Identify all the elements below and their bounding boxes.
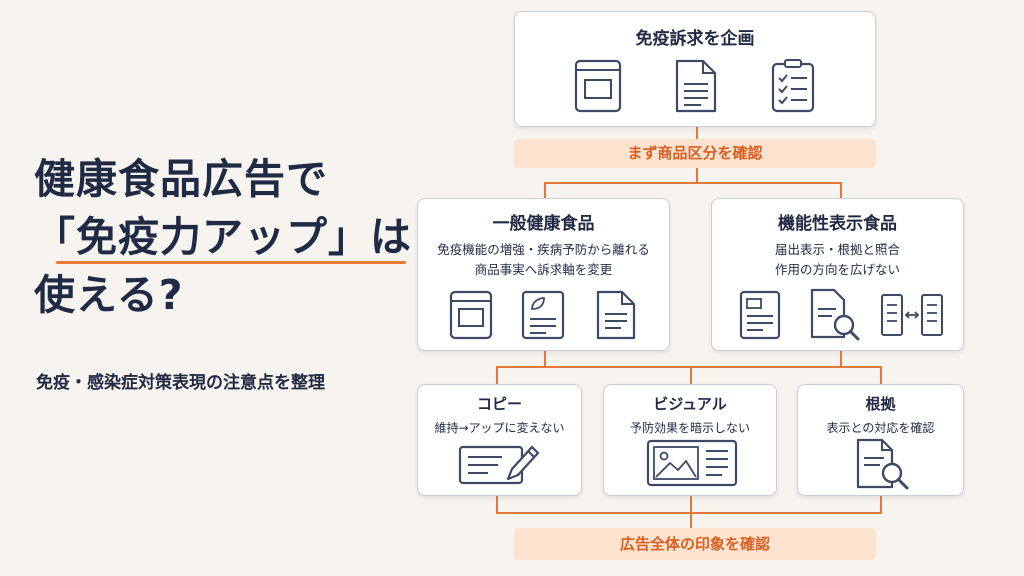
functional-food-desc-2: 作用の方向を広げない bbox=[774, 262, 900, 277]
general-food-title: 一般健康食品 bbox=[492, 214, 595, 234]
basis-desc: 表示との対応を確認 bbox=[826, 421, 935, 435]
compare-documents-icon bbox=[881, 294, 943, 336]
connector-mid-right-down bbox=[840, 351, 842, 366]
connector-split-horizontal bbox=[544, 182, 842, 184]
copy-box: コピー 維持→アップに変えない bbox=[417, 384, 582, 496]
plan-box: 免疫訴求を企画 bbox=[514, 11, 876, 127]
general-food-box: 一般健康食品 免疫機能の増強・疾病予防から離れる 商品事実へ訴求軸を変更 bbox=[417, 198, 670, 351]
title-line-3: 使える? bbox=[34, 271, 184, 319]
basis-title: 根拠 bbox=[865, 395, 896, 413]
leaf-document-icon bbox=[521, 290, 565, 340]
package-icon bbox=[449, 290, 493, 340]
copy-title: コピー bbox=[476, 395, 522, 413]
basis-box: 根拠 表示との対応を確認 bbox=[797, 384, 964, 496]
general-food-desc-2: 商品事実へ訴求軸を変更 bbox=[474, 262, 613, 277]
connector-bottom-horizontal bbox=[496, 512, 882, 514]
general-food-desc-1: 免疫機能の増強・疾病予防から離れる bbox=[437, 242, 650, 257]
document-icon bbox=[675, 59, 717, 113]
checklist-icon bbox=[771, 59, 815, 113]
connector-copy-rise bbox=[496, 496, 498, 512]
page-title: 健康食品広告で 「免疫力アップ」は 使える? bbox=[34, 150, 411, 324]
connector-mid-horizontal bbox=[496, 366, 882, 368]
connector-top-vertical bbox=[696, 127, 698, 139]
package-icon bbox=[574, 59, 622, 113]
connector-basis-rise bbox=[880, 496, 882, 512]
functional-food-box: 機能性表示食品 届出表示・根拠と照合 作用の方向を広げない bbox=[711, 198, 964, 351]
visual-box: ビジュアル 予防効果を暗示しない bbox=[603, 384, 777, 496]
title-highlight: 「免疫力アップ」は bbox=[34, 208, 412, 266]
page-subtitle: 免疫・感染症対策表現の注意点を整理 bbox=[36, 373, 325, 393]
category-check-band: まず商品区分を確認 bbox=[514, 139, 876, 168]
connector-mid-left-down bbox=[544, 351, 546, 366]
functional-food-desc-1: 届出表示・根拠と照合 bbox=[774, 242, 900, 257]
document-search-icon bbox=[856, 438, 909, 490]
connector-left-drop bbox=[544, 182, 546, 198]
pen-edit-icon bbox=[458, 445, 540, 485]
connector-right-drop bbox=[840, 182, 842, 198]
visual-desc: 予防効果を暗示しない bbox=[629, 421, 750, 435]
form-document-icon bbox=[739, 290, 781, 340]
visual-title: ビジュアル bbox=[653, 395, 727, 413]
title-line-2: 「免疫力アップ」は bbox=[34, 208, 411, 266]
connector-basis-drop bbox=[880, 366, 882, 384]
document-icon bbox=[596, 290, 636, 340]
functional-food-title: 機能性表示食品 bbox=[778, 214, 897, 234]
image-layout-icon bbox=[646, 439, 738, 487]
document-search-icon bbox=[810, 288, 860, 341]
copy-desc: 維持→アップに変えない bbox=[434, 421, 565, 435]
connector-copy-drop bbox=[496, 366, 498, 384]
overall-impression-band: 広告全体の印象を確認 bbox=[514, 528, 876, 560]
connector-visual-drop bbox=[690, 366, 692, 384]
connector-band-down bbox=[696, 168, 698, 182]
connector-bottom-center bbox=[690, 496, 692, 528]
title-line-1: 健康食品広告で bbox=[34, 155, 328, 203]
plan-box-title: 免疫訴求を企画 bbox=[635, 29, 755, 49]
